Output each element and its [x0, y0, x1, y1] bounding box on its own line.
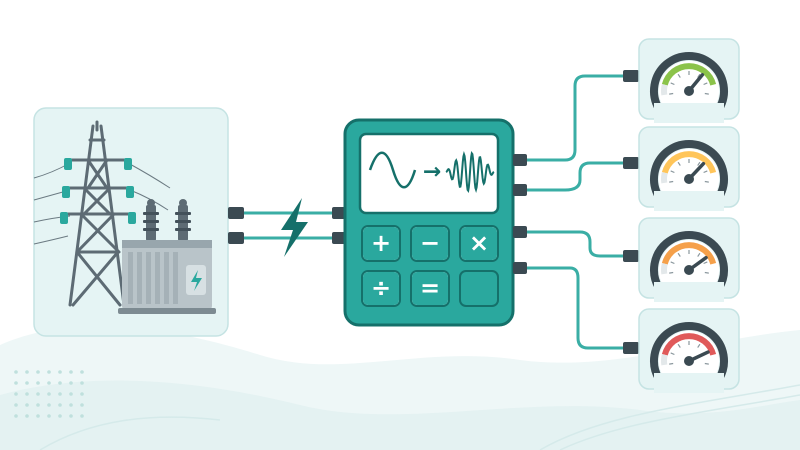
harmonic-wave-icon	[445, 150, 495, 194]
connector-plug	[513, 184, 527, 196]
background-waves	[0, 326, 800, 450]
transmission-tower-icon	[62, 120, 134, 307]
key-times-label: ×	[469, 229, 489, 257]
left-cable-group	[228, 207, 346, 244]
gauge-level-arc	[661, 242, 717, 265]
gauge-icon	[638, 38, 740, 123]
connector-plug	[623, 342, 639, 354]
gauge-dial	[650, 321, 728, 383]
decorative-dot-grid	[14, 370, 84, 418]
right-connectors	[513, 70, 639, 354]
connector-plug	[228, 232, 244, 244]
connector-plug	[623, 157, 639, 169]
calculator-icon: → + − × ÷ =	[343, 118, 515, 327]
gauge-list	[638, 38, 740, 393]
gauge-dial	[650, 139, 728, 201]
gauge-icon	[638, 308, 740, 393]
gauge-level-arc	[661, 63, 717, 86]
key-plus-label: +	[371, 229, 391, 257]
connector-plug	[332, 232, 346, 244]
insulator-icons	[60, 158, 136, 224]
key-equals-label: =	[420, 274, 440, 302]
connector-plug	[623, 70, 639, 82]
connector-plug	[513, 262, 527, 274]
gauge-dial	[650, 230, 728, 292]
connector-plug	[623, 250, 639, 262]
gauge-hub	[684, 174, 694, 184]
gauge-icon	[638, 126, 740, 211]
connector-plug	[228, 207, 244, 219]
key-minus-label: −	[420, 229, 440, 257]
gauge-hub	[684, 265, 694, 275]
transformer-icon	[118, 199, 216, 314]
key-blank[interactable]	[459, 270, 499, 307]
connector-plug	[332, 207, 346, 219]
gauge-hub	[684, 356, 694, 366]
gauge-dial	[650, 51, 728, 113]
gauge-icon	[638, 217, 740, 302]
connector-plug	[513, 154, 527, 166]
key-divide-label: ÷	[371, 274, 391, 302]
lightning-bolt-icon	[281, 198, 308, 257]
gauge-level-arc	[661, 333, 717, 356]
connector-plug	[513, 226, 527, 238]
conversion-arrow: →	[423, 160, 441, 185]
gauge-hub	[684, 86, 694, 96]
sine-wave-icon	[368, 151, 417, 189]
right-cable-group	[525, 74, 625, 350]
gauge-level-arc	[661, 151, 717, 174]
